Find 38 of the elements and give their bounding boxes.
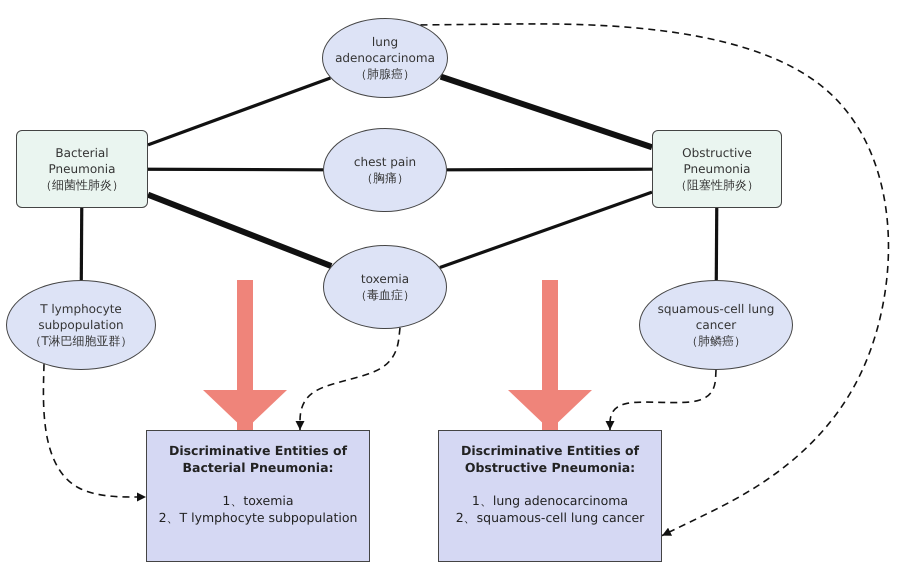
connector-line xyxy=(440,74,653,150)
connector-line xyxy=(447,168,652,172)
dashed-arrow xyxy=(606,370,717,430)
list-item: 2、T lymphocyte subpopulation xyxy=(158,510,358,526)
connector-line xyxy=(146,192,332,269)
connector-line xyxy=(148,168,323,172)
chinese-label: （T淋巴细胞亚群） xyxy=(29,333,133,350)
node-label: squamous-cell lung cancer xyxy=(656,300,776,334)
chinese-label: （肺鳞癌） xyxy=(686,333,746,350)
process-box xyxy=(652,130,782,208)
process-box xyxy=(16,130,148,208)
chinese-label: （毒血症） xyxy=(355,287,415,304)
list-item: 1、lung adenocarcinoma xyxy=(472,492,628,510)
node-label: Bacterial Pneumonia xyxy=(48,144,116,178)
node-label: lung adenocarcinoma xyxy=(334,34,436,66)
node-label: toxemia xyxy=(360,270,410,287)
box-heading: Discriminative Entities of Bacterial Pneumonia: xyxy=(168,443,348,477)
result-box xyxy=(146,430,370,562)
node-label: Obstructive Pneumonia xyxy=(681,144,753,178)
block-arrow xyxy=(508,280,592,430)
result-box xyxy=(438,430,662,562)
connector-line xyxy=(80,208,84,280)
connector-line xyxy=(439,190,653,269)
block-arrow xyxy=(203,280,287,430)
box-heading: Discriminative Entities of Obstructive Pneumonia: xyxy=(460,443,640,477)
node-label: T lymphocyte subpopulation xyxy=(37,300,125,334)
dashed-arrow xyxy=(420,23,890,536)
connector-line xyxy=(147,76,331,146)
chinese-label: （细菌性肺炎） xyxy=(40,177,124,194)
dashed-arrow xyxy=(296,328,401,430)
connector-line xyxy=(714,208,718,280)
chinese-label: （肺腺癌） xyxy=(355,66,415,82)
node-label: chest pain xyxy=(354,154,416,170)
dashed-arrow xyxy=(42,364,146,502)
list-item: 1、toxemia xyxy=(222,492,294,510)
chinese-label: （胸痛） xyxy=(361,170,409,186)
chinese-label: （阻塞性肺炎） xyxy=(675,177,759,194)
list-item: 2、squamous-cell lung cancer xyxy=(456,510,644,526)
